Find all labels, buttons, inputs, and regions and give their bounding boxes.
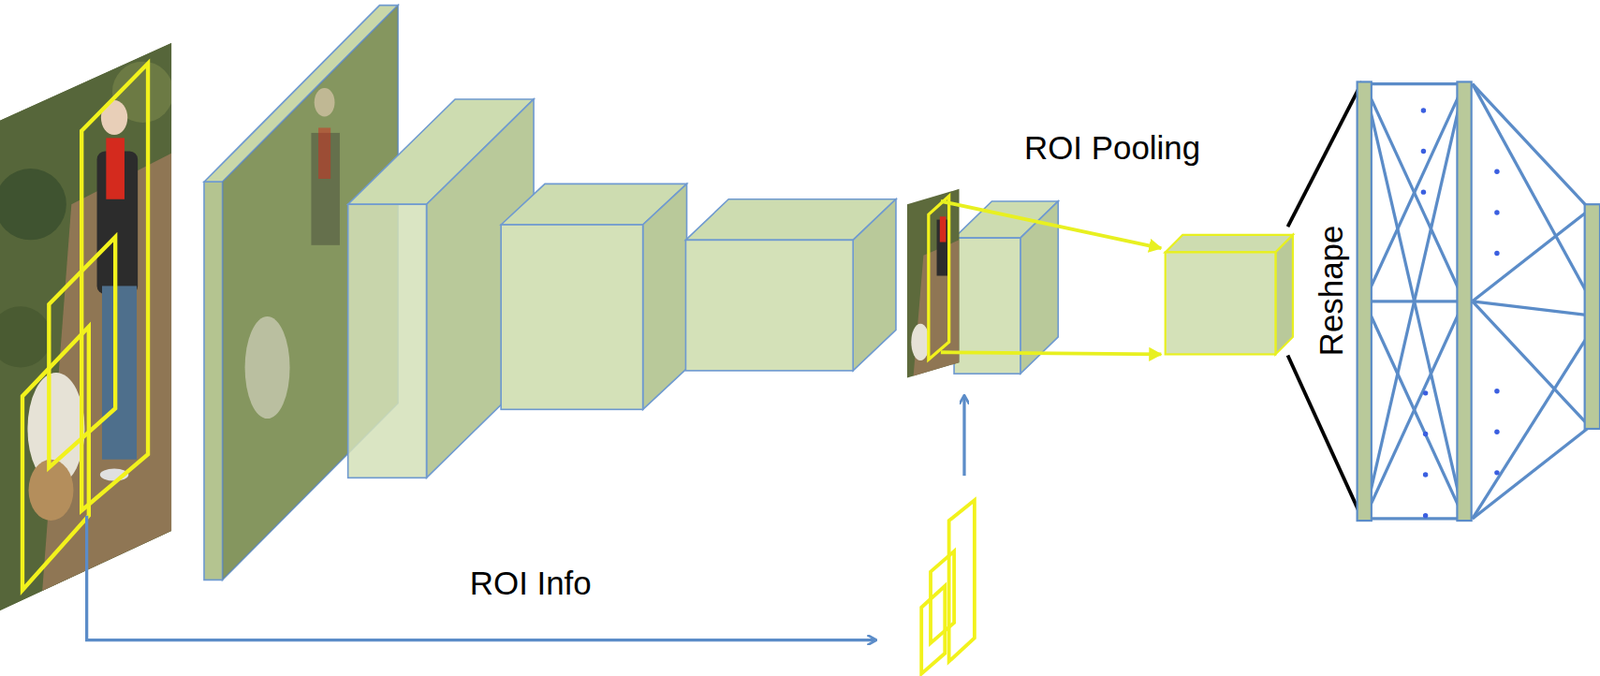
stage-label: Reshape: [1315, 225, 1349, 357]
stage-label: ROI Info: [469, 567, 592, 601]
conv-layer: [685, 199, 896, 371]
stage-label: ROI Pooling: [1024, 132, 1201, 165]
roi-info-line: [87, 515, 877, 641]
reshape-bracket: [1287, 81, 1363, 227]
feature-map: [907, 189, 1058, 379]
roi-boxes: [921, 499, 975, 674]
conv-layer: [500, 183, 687, 410]
pooling-arrow: [940, 201, 1161, 249]
pooling-arrow: [940, 352, 1161, 354]
reshape-bracket: [1287, 355, 1363, 519]
roi-pooled-volume: [1165, 234, 1293, 355]
roi-arrow: [962, 396, 966, 476]
fc-layers: [1357, 81, 1600, 521]
